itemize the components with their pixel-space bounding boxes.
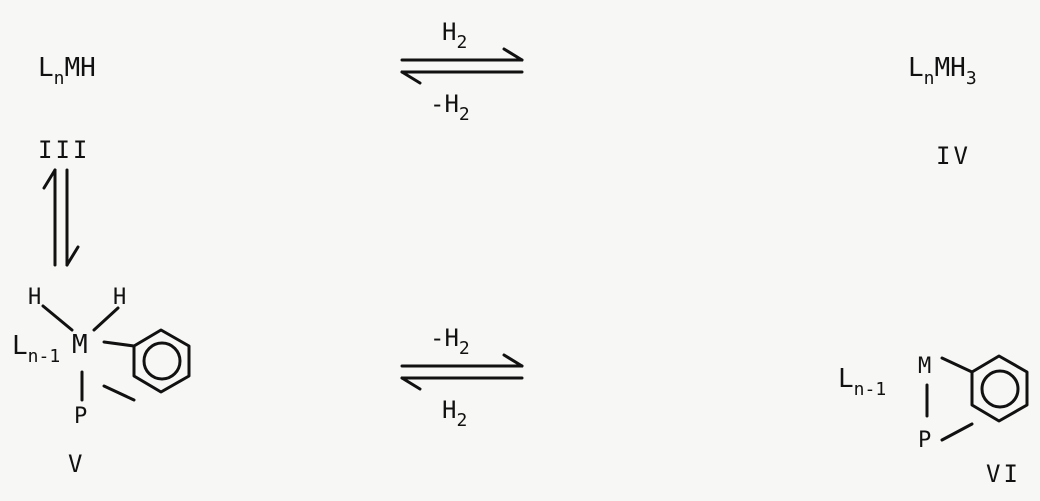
compound-v-benzene-ring	[132, 328, 191, 394]
reagent-bottom-above: -H2	[430, 324, 470, 359]
compound-vi-phosphorus: P	[918, 428, 932, 453]
compound-v-hydrogen-right: H	[113, 285, 127, 310]
compound-vi-metal: M	[918, 354, 932, 379]
compound-iv-formula: LnMH3	[908, 53, 977, 89]
compound-v-ligand: Ln-1	[12, 331, 61, 367]
reagent-top-below: -H2	[430, 90, 470, 125]
compound-vi-ligand: Ln-1	[838, 364, 887, 400]
compound-v-hydrogen-left: H	[28, 285, 42, 310]
compound-iii-number: III	[38, 136, 91, 164]
compound-iv-number: IV	[936, 142, 971, 170]
compound-vi-benzene-ring	[970, 354, 1029, 423]
compound-v-number: V	[68, 450, 86, 478]
equilibrium-arrow-top	[400, 47, 524, 85]
equilibrium-arrow-bottom	[400, 353, 524, 391]
reagent-bottom-below: H2	[442, 396, 468, 431]
compound-v-bonds	[41, 304, 136, 402]
equilibrium-arrow-vertical	[42, 168, 80, 267]
reagent-top-above: H2	[442, 18, 468, 53]
compound-v-phosphorus: P	[74, 404, 88, 429]
compound-vi-bonds	[925, 356, 974, 442]
compound-iii-formula: LnMH	[38, 53, 96, 89]
compound-vi-number: VI	[986, 460, 1021, 488]
compound-v-metal: M	[72, 330, 88, 360]
